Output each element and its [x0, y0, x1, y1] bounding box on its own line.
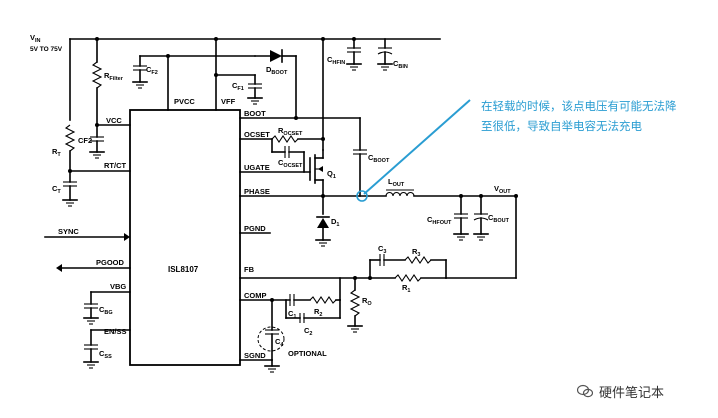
pin-boot: BOOT — [244, 109, 266, 118]
pin-rtct: RT/CT — [104, 161, 126, 170]
chfin-label: CHFIN — [327, 55, 345, 66]
ro-label: RO — [362, 296, 372, 307]
c3-label: C3 — [378, 244, 386, 255]
cbin-label: CBIN — [393, 59, 408, 70]
chfout-label: CHFOUT — [427, 215, 452, 226]
rfilter-label: RFilter — [104, 71, 124, 82]
ct-label: CT — [52, 184, 61, 195]
r2-label: R2 — [314, 307, 322, 318]
cf1-label: CF1 — [232, 81, 244, 92]
cboot-label: CBOOT — [368, 153, 390, 164]
pin-pvcc: PVCC — [174, 97, 195, 106]
vin-range: 5V TO 75V — [30, 46, 63, 53]
d1-label: D1 — [331, 217, 339, 228]
pin-fb: FB — [244, 265, 255, 274]
pin-sync: SYNC — [58, 227, 79, 236]
r3-label: R3 — [412, 247, 420, 258]
cbg-label: CBG — [99, 305, 113, 316]
pin-sgnd: SGND — [244, 351, 266, 360]
dboot-label: DBOOT — [266, 65, 288, 76]
pin-pgood: PGOOD — [96, 258, 125, 267]
cf2-top-label: CF2 — [146, 65, 158, 76]
pin-ugate: UGATE — [244, 163, 270, 172]
optional-label: OPTIONAL — [288, 349, 327, 358]
pin-enss: EN/SS — [104, 327, 127, 336]
q1-label: Q1 — [327, 169, 336, 180]
annotation-target-circle — [356, 190, 368, 202]
c4-label: C4 — [275, 337, 284, 348]
pin-vbg: VBG — [110, 282, 126, 291]
r1-label: R1 — [402, 283, 410, 294]
pin-ocset: OCSET — [244, 130, 270, 139]
vin-label: VIN — [30, 33, 41, 44]
ic-name: ISL8107 — [168, 265, 199, 274]
rocset-label: ROCSET — [278, 126, 303, 137]
rt-label: RT — [52, 147, 61, 158]
c1-label: C1 — [288, 309, 296, 320]
watermark-text: 硬件笔记本 — [599, 386, 665, 401]
cocset-label: COCSET — [278, 158, 303, 169]
pin-vff: VFF — [221, 97, 236, 106]
pin-pgnd: PGND — [244, 224, 266, 233]
vout-label: VOUT — [494, 184, 511, 195]
lout-label: LOUT — [388, 177, 405, 188]
annotation-text: 在轻载的时候，该点电压有可能无法降至很低，导致自举电容无法充电 — [481, 99, 677, 133]
c2-label: C2 — [304, 326, 312, 337]
cbout-label: CBOUT — [488, 213, 510, 224]
optional-circle — [257, 326, 285, 352]
pin-vcc: VCC — [106, 116, 122, 125]
css-label: CSS — [99, 349, 112, 360]
ic-body — [129, 109, 241, 366]
cf2-left-label: CF2 — [78, 136, 92, 145]
pin-phase: PHASE — [244, 187, 270, 196]
wechat-icon — [577, 384, 593, 398]
pin-comp: COMP — [244, 291, 267, 300]
annotation-pointer — [363, 99, 471, 195]
